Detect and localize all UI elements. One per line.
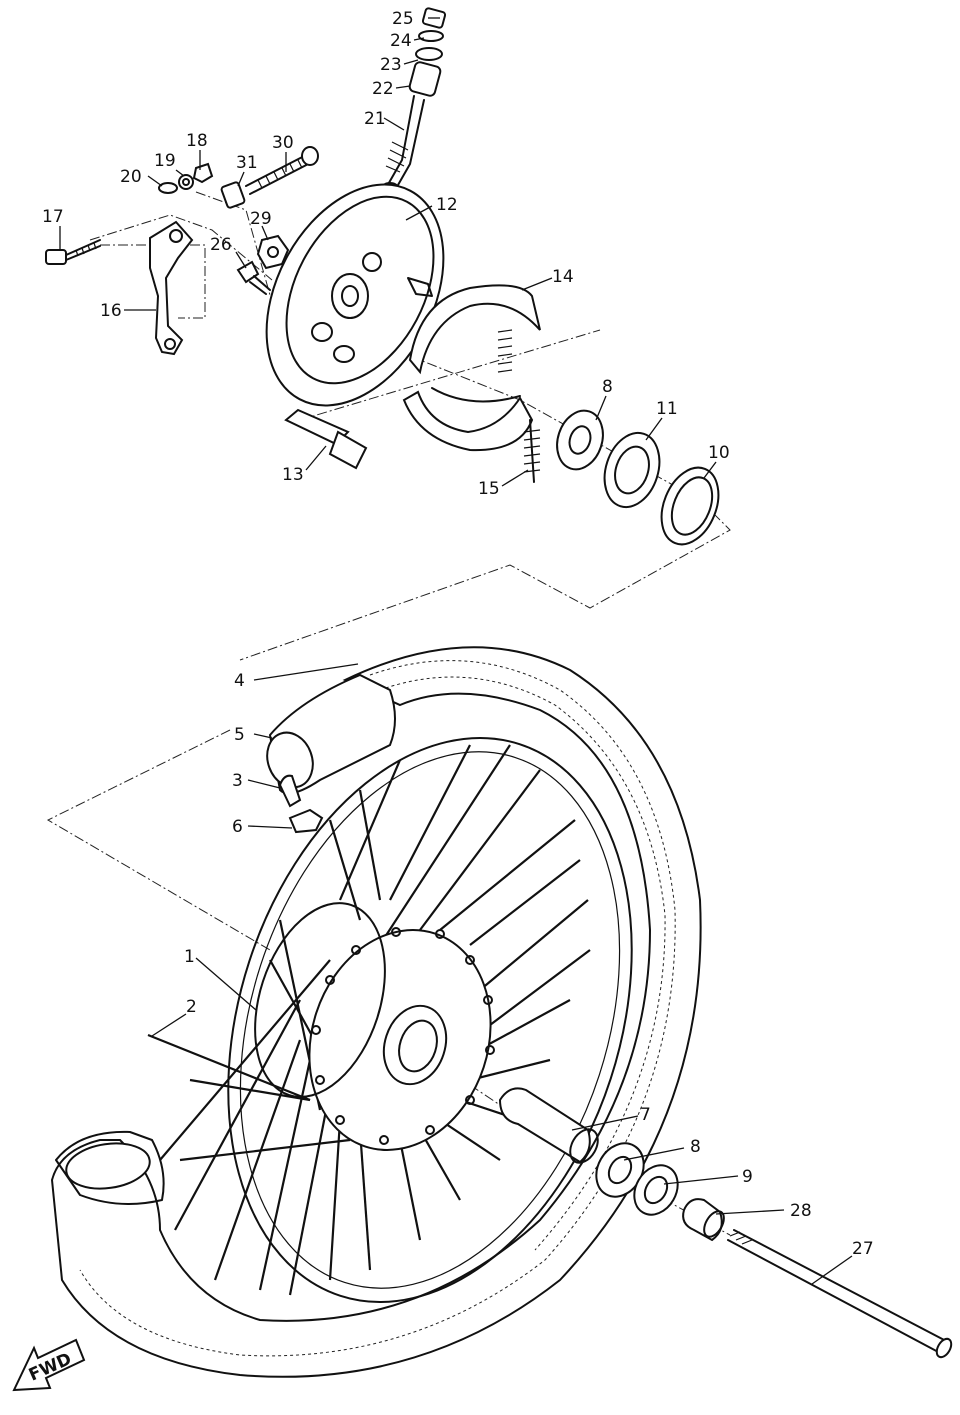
callout-labels: 25 24 23 22 21 18 19 20 31 30 17 29 26 1…	[42, 9, 874, 1259]
callout-28: 28	[790, 1201, 812, 1221]
fwd-arrow-icon: FWD	[12, 1338, 86, 1392]
callout-15: 15	[478, 479, 500, 499]
tire	[50, 646, 702, 1378]
callout-25: 25	[392, 9, 414, 29]
callout-10: 10	[708, 443, 730, 463]
callout-20: 20	[120, 167, 142, 187]
callout-27: 27	[852, 1239, 874, 1259]
rim	[227, 737, 633, 1303]
callout-24: 24	[390, 31, 412, 51]
callout-29: 29	[250, 209, 272, 229]
callout-5: 5	[234, 725, 245, 745]
callout-14: 14	[552, 267, 574, 287]
callout-2: 2	[186, 997, 197, 1017]
callout-11: 11	[656, 399, 678, 419]
callout-30: 30	[272, 133, 294, 153]
callout-23: 23	[380, 55, 402, 75]
axle-parts	[498, 1087, 953, 1359]
callout-6: 6	[232, 817, 243, 837]
callout-17: 17	[42, 207, 64, 227]
upper-bearing-gear-seal	[556, 409, 720, 546]
callout-12: 12	[436, 195, 458, 215]
tube	[266, 673, 396, 795]
callout-4: 4	[234, 671, 245, 691]
callout-26: 26	[210, 235, 232, 255]
brake-arm-parts	[45, 146, 319, 356]
brake-cam	[284, 408, 368, 470]
callout-8-bottom: 8	[690, 1137, 701, 1157]
callout-13: 13	[282, 465, 304, 485]
callout-1: 1	[184, 947, 195, 967]
callout-21: 21	[364, 109, 386, 129]
callout-31: 31	[236, 153, 258, 173]
callout-3: 3	[232, 771, 243, 791]
callout-8-top: 8	[602, 377, 613, 397]
callout-18: 18	[186, 131, 208, 151]
speedometer-cable-parts	[381, 7, 447, 194]
rim-band-and-valve	[278, 774, 324, 834]
brake-shoes	[402, 284, 541, 483]
hub	[254, 902, 495, 1151]
callout-16: 16	[100, 301, 122, 321]
callout-7: 7	[640, 1105, 651, 1125]
callout-9: 9	[742, 1167, 753, 1187]
callout-19: 19	[154, 151, 176, 171]
brake-plate	[265, 183, 445, 407]
leader-lines	[59, 17, 853, 1285]
callout-22: 22	[372, 79, 394, 99]
